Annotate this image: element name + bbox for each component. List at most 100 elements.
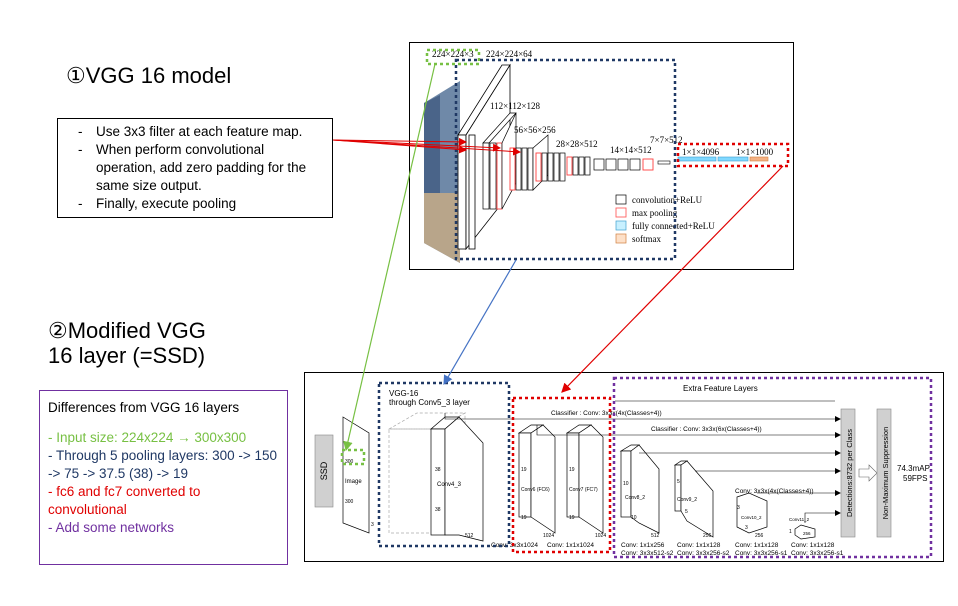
input-highlight-box — [425, 48, 481, 66]
bottom-conv-label: Conv: 1x1x256 — [621, 542, 665, 549]
note-arrow — [332, 139, 521, 156]
dim-label: 7×7×512 — [650, 135, 683, 145]
vgg-figure: 224×224×3 224×224×64 112×112×128 56×56×2… — [409, 42, 794, 270]
dim-label: 28×28×512 — [556, 139, 598, 149]
legend-label: softmax — [632, 234, 661, 244]
bottom-conv-label: Conv: 1x1x128 — [791, 542, 835, 549]
dim-label: 38 — [435, 467, 441, 473]
conv-block-5 — [566, 156, 591, 176]
fc-layers — [657, 156, 769, 165]
differences-heading: Differences from VGG 16 layers — [48, 400, 240, 415]
vgg-link-arrow — [443, 259, 517, 386]
legend-swatch — [615, 194, 627, 205]
vgg-diagram: 224×224×3 224×224×64 112×112×128 56×56×2… — [424, 49, 774, 263]
legend-label: fully connected+ReLU — [632, 221, 715, 231]
differences-box: Differences from VGG 16 layers - Input s… — [39, 390, 288, 565]
dim-label: 10 — [623, 481, 629, 487]
ssd-title-line1: ②Modified VGG — [48, 318, 206, 343]
dim-label: 56×56×256 — [514, 125, 556, 135]
conv-block-4 — [535, 152, 566, 182]
note-arrow — [332, 137, 467, 146]
vgg-legend: convolution+ReLU max pooling fully conne… — [615, 194, 715, 244]
ssd-extra-highlight-box — [612, 376, 933, 559]
ssd-vgg-highlight-box — [377, 381, 511, 548]
dim-label: 3 — [745, 525, 748, 531]
vgg-conv-highlight-box — [454, 58, 677, 261]
ssd-title-line2: 16 layer (=SSD) — [48, 343, 206, 368]
ssd-figure: SSD Image 300 300 3 VGG-16 through Conv5… — [304, 372, 944, 562]
dim-label: 112×112×128 — [490, 101, 540, 111]
dim-label: 14×14×512 — [610, 145, 652, 155]
nms-box — [876, 408, 892, 538]
conv8-2-label: Conv8_2 — [625, 495, 645, 501]
note-item: When perform convolutional operation, ad… — [78, 141, 326, 195]
conv-block-6 — [593, 158, 654, 171]
diff-pooling: - Through 5 pooling layers: 300 -> 150 -… — [48, 448, 278, 481]
bottom-conv-label: Conv: 1x1x1024 — [547, 542, 594, 549]
dim-label: 256 — [703, 533, 712, 539]
bottom-conv-label: Conv: 3x3x256-s1 — [791, 550, 844, 557]
note-item: Use 3x3 filter at each feature map. — [78, 123, 326, 141]
bottom-conv-label: Conv: 3x3x256-s1 — [735, 550, 788, 557]
bottom-conv-label: Conv: 3x3x256-s2 — [677, 550, 730, 557]
diff-fc: - fc6 and fc7 converted to convolutional — [48, 484, 201, 517]
dim-label: 1024 — [543, 533, 554, 539]
dim-label: 5 — [685, 509, 688, 515]
diff-input: - Input size: 224x224 → 300x300 — [48, 430, 247, 445]
conv10-2-block — [736, 492, 768, 534]
fc-highlight-box — [676, 142, 790, 168]
fc-link-arrow — [561, 165, 784, 393]
dim-label: 224×224×64 — [486, 49, 533, 59]
input-link-arrow — [343, 63, 436, 452]
dim-label: 19 — [569, 515, 575, 521]
dim-label: 19 — [569, 467, 575, 473]
dim-label: 5 — [677, 479, 680, 485]
vgg16-label: VGG-16 — [389, 389, 419, 398]
vgg16-sublabel: through Conv5_3 layer — [389, 398, 470, 407]
image-channels: 3 — [371, 522, 374, 528]
legend-swatch — [615, 220, 627, 231]
vgg-title: ①VGG 16 model — [66, 63, 232, 88]
bottom-conv-label: Conv: 1x1x128 — [735, 542, 779, 549]
dim-label: 1×1×1000 — [736, 147, 774, 157]
classifier-label: Classifier : Conv: 3x3x(6x(Classes+4)) — [651, 426, 762, 433]
conv10-2-label: Conv10_2 — [741, 515, 762, 520]
vgg-notes-box: Use 3x3 filter at each feature map. When… — [57, 118, 333, 218]
conv9-2-label: Conv9_2 — [677, 497, 697, 503]
nms-arrow — [858, 464, 878, 482]
detections-box — [840, 408, 856, 538]
dim-label: 10 — [631, 515, 637, 521]
conv11-2-block — [794, 524, 816, 540]
ssd-diagram: SSD Image 300 300 3 VGG-16 through Conv5… — [314, 384, 930, 557]
classifier-arrows — [444, 413, 835, 523]
extra-feature-label: Extra Feature Layers — [683, 384, 758, 393]
legend-label: max pooling — [632, 208, 678, 218]
conv11-2-label: Conv11_2 — [789, 517, 810, 522]
ssd-fc-highlight-box — [511, 396, 612, 554]
dim-label: 3 — [737, 505, 740, 511]
bottom-conv-label: Conv: 3x3x1024 — [491, 542, 538, 549]
ssd-input-highlight-box — [340, 448, 366, 466]
fps-label: 59FPS — [903, 474, 927, 483]
conv4-3-label: Conv4_3 — [437, 482, 462, 488]
map-label: 74.3mAP — [897, 464, 930, 473]
dim-label: 512 — [465, 533, 474, 539]
diff-add: - Add some networks — [48, 520, 175, 535]
image-size: 300 — [345, 499, 354, 505]
dim-label: 1×1×4096 — [682, 147, 720, 157]
fc7-label: Conv7 (FC7) — [569, 487, 598, 493]
note-item: Finally, execute pooling — [78, 195, 326, 213]
nms-label: Non-Maximum Suppression — [881, 427, 890, 520]
dim-label: 256 — [755, 533, 764, 539]
dim-label: 38 — [435, 507, 441, 513]
classifier-label: Conv: 3x3x(4x(Classes+4)) — [735, 488, 814, 495]
arrow-heads — [835, 416, 841, 516]
dim-label: 1 — [789, 529, 792, 535]
detections-label: Detections:8732 per Class — [845, 429, 854, 517]
dim-label: 1024 — [595, 533, 606, 539]
ssd-label: SSD — [319, 461, 329, 480]
image-label: Image — [345, 479, 362, 485]
legend-swatch — [615, 233, 627, 244]
fc6-label: Conv6 (FC6) — [521, 487, 550, 493]
